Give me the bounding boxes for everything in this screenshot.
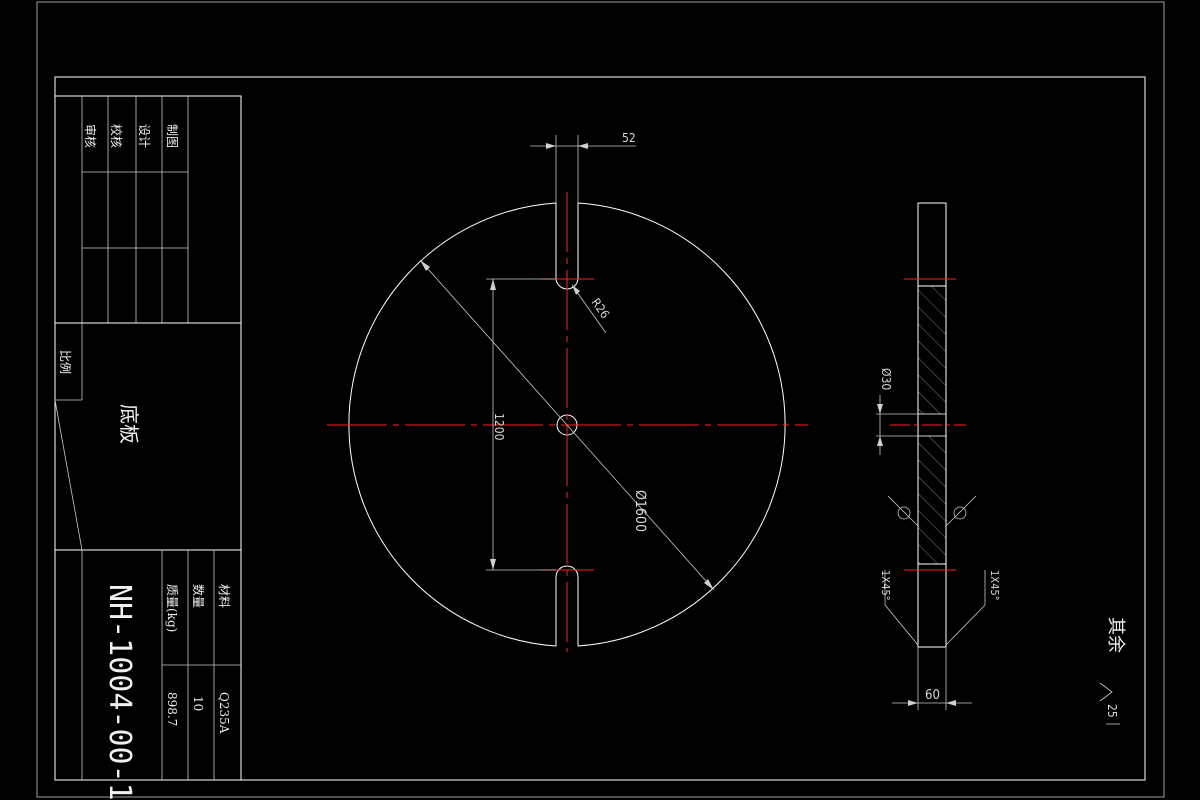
hatch-lower: [917, 435, 947, 565]
mass-value: 898.7: [165, 692, 179, 726]
diameter-dim: Ø1600: [632, 490, 648, 532]
roughness-value: 25: [1105, 704, 1119, 718]
front-view: 52 R26 1200 Ø1600: [327, 131, 808, 652]
drawing-number: NH-1004-00-11: [102, 584, 137, 800]
scale-label: 比例: [58, 350, 72, 374]
sheet-outer-border: [36, 1, 1165, 798]
title-block: 制图 设计 校核 审核 比例 底板 NH-1004-00-11 材料 数量 质量…: [54, 95, 242, 800]
part-name: 底板: [117, 404, 141, 444]
slot-radius-dim: R26: [589, 296, 613, 322]
plate-outline: [348, 202, 786, 647]
title-role-design: 设计: [137, 124, 151, 148]
material-value: Q235A: [217, 692, 231, 734]
title-role-review: 审核: [83, 124, 98, 148]
hole-diameter-dim: Ø30: [879, 368, 893, 390]
slot-spacing-dim: 1200: [492, 413, 506, 441]
surface-roughness-note: 其余 25: [1099, 617, 1126, 725]
side-view: Ø30 1X45° 1X45° 60: [876, 202, 1001, 710]
chamfer-left-dim: 1X45°: [879, 570, 892, 601]
quantity-value: 10: [191, 696, 205, 711]
mass-label: 质量(kg): [165, 584, 179, 632]
thickness-dim: 60: [925, 688, 940, 703]
title-role-drafting: 制图: [165, 124, 179, 148]
material-label: 材料: [217, 584, 231, 608]
quantity-label: 数量: [191, 584, 206, 608]
chamfer-right-dim: 1X45°: [988, 570, 1001, 601]
slot-width-dim: 52: [622, 131, 636, 145]
surface-note-text: 其余: [1105, 617, 1126, 653]
sheet-inner-frame: [54, 76, 1146, 781]
roughness-symbol: [1099, 682, 1113, 702]
title-role-check: 校核: [109, 124, 124, 148]
hatch-upper: [917, 285, 947, 415]
